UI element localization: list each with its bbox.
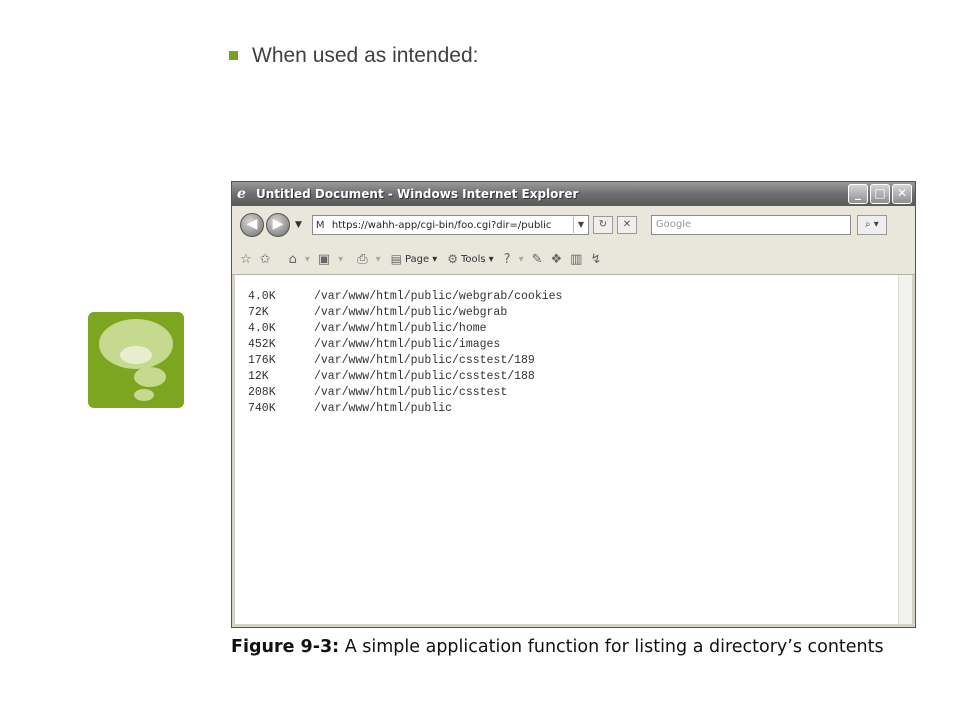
back-button[interactable]: ◀ <box>240 213 264 237</box>
favorites-star-icon[interactable]: ☆ <box>240 251 252 267</box>
page-menu-icon: ▤ <box>390 252 402 266</box>
listing-size: 4.0K <box>248 322 276 335</box>
refresh-button[interactable]: ↻ <box>592 216 613 234</box>
blog-icon[interactable]: ▥ <box>570 251 583 267</box>
translate-icon[interactable]: ↯ <box>590 251 602 267</box>
listing-path: /var/www/html/public/home <box>314 322 487 335</box>
page-content: 4.0K /var/www/html/public/webgrab/cookie… <box>235 275 899 624</box>
messenger-icon[interactable]: ❖ <box>550 251 563 267</box>
feeds-icon[interactable]: ▣ <box>317 251 331 267</box>
print-icon[interactable]: ⎙ <box>357 251 368 267</box>
title-bar: e Untitled Document - Windows Internet E… <box>232 182 915 206</box>
address-bar[interactable]: M https://wahh-app/cgi-bin/foo.cgi?dir=/… <box>311 215 589 235</box>
home-dropdown-icon[interactable]: ▾ <box>304 253 310 265</box>
address-bar-row: ◀ ▶ ▼ M https://wahh-app/cgi-bin/foo.cgi… <box>232 206 915 244</box>
research-icon[interactable]: ✎ <box>531 251 543 267</box>
tools-menu-dropdown-icon: ▾ <box>488 253 494 265</box>
page-menu[interactable]: ▤ Page ▾ <box>391 252 438 266</box>
listing-row: 176K /var/www/html/public/csstest/189 <box>248 353 562 369</box>
listing-size: 4.0K <box>248 290 276 303</box>
listing-path: /var/www/html/public/webgrab <box>314 306 508 319</box>
listing-path: /var/www/html/public/csstest <box>314 386 508 399</box>
address-input[interactable]: https://wahh-app/cgi-bin/foo.cgi?dir=/pu… <box>331 219 552 231</box>
listing-row: 4.0K /var/www/html/public/webgrab/cookie… <box>248 289 562 305</box>
listing-size: 740K <box>248 402 276 415</box>
figure-caption: Figure 9-3: A simple application functio… <box>231 637 884 657</box>
history-dropdown-icon[interactable]: ▼ <box>295 220 302 230</box>
forward-button[interactable]: ▶ <box>266 213 290 237</box>
stop-button[interactable]: ✕ <box>616 216 637 234</box>
caption-label: Figure 9-3: <box>231 637 340 657</box>
listing-size: 12K <box>248 370 269 383</box>
listing-size: 208K <box>248 386 276 399</box>
bullet-text: When used as intended: <box>252 44 479 67</box>
thought-bubble-icon <box>88 312 184 408</box>
search-button[interactable]: ⌕ ▾ <box>856 215 887 235</box>
browser-window: e Untitled Document - Windows Internet E… <box>231 181 916 628</box>
minimize-button[interactable]: _ <box>848 184 868 204</box>
bullet-square-icon <box>229 50 238 60</box>
print-dropdown-icon[interactable]: ▾ <box>375 253 381 265</box>
listing-path: /var/www/html/public/csstest/189 <box>314 354 535 367</box>
tools-menu-icon: ⚙ <box>447 252 458 266</box>
window-title: Untitled Document - Windows Internet Exp… <box>256 187 579 201</box>
listing-row: 4.0K /var/www/html/public/home <box>248 321 562 337</box>
listing-row: 208K /var/www/html/public/csstest <box>248 385 562 401</box>
listing-size: 72K <box>248 306 269 319</box>
feeds-dropdown-icon[interactable]: ▾ <box>338 253 344 265</box>
caption-text: A simple application function for listin… <box>344 637 884 657</box>
close-button[interactable]: ✕ <box>892 184 912 204</box>
maximize-button[interactable]: □ <box>870 184 890 204</box>
search-input[interactable]: Google <box>650 215 851 235</box>
listing-path: /var/www/html/public/webgrab/cookies <box>314 290 563 303</box>
address-dropdown-icon[interactable]: ▼ <box>572 217 588 233</box>
ie-logo-icon: e <box>237 186 246 202</box>
add-favorites-icon[interactable]: ✩ <box>259 251 271 267</box>
listing-row: 452K /var/www/html/public/images <box>248 337 562 353</box>
bullet-item: When used as intended: <box>229 44 479 68</box>
listing-size: 176K <box>248 354 276 367</box>
help-dropdown-icon[interactable]: ▾ <box>518 253 524 265</box>
vertical-scrollbar[interactable] <box>898 275 912 624</box>
listing-row: 12K /var/www/html/public/csstest/188 <box>248 369 562 385</box>
listing-size: 452K <box>248 338 276 351</box>
window-controls: _ □ ✕ <box>848 184 912 204</box>
directory-listing: 4.0K /var/www/html/public/webgrab/cookie… <box>248 289 562 417</box>
page-menu-label: Page <box>404 253 430 265</box>
listing-row: 740K /var/www/html/public <box>248 401 562 417</box>
page-icon: M <box>315 219 325 231</box>
listing-row: 72K /var/www/html/public/webgrab <box>248 305 562 321</box>
home-icon[interactable]: ⌂ <box>288 251 297 267</box>
command-bar: ☆ ✩ ⌂ ▾ ▣ ▾ ⎙ ▾ ▤ Page ▾ ⚙ Tools ▾ ? ▾ ✎… <box>232 244 915 275</box>
listing-path: /var/www/html/public/images <box>314 338 501 351</box>
tools-menu-label: Tools <box>460 253 486 265</box>
page-menu-dropdown-icon: ▾ <box>432 253 438 265</box>
listing-path: /var/www/html/public <box>314 402 453 415</box>
help-icon[interactable]: ? <box>503 251 511 267</box>
listing-path: /var/www/html/public/csstest/188 <box>314 370 535 383</box>
tools-menu[interactable]: ⚙ Tools ▾ <box>447 252 493 266</box>
